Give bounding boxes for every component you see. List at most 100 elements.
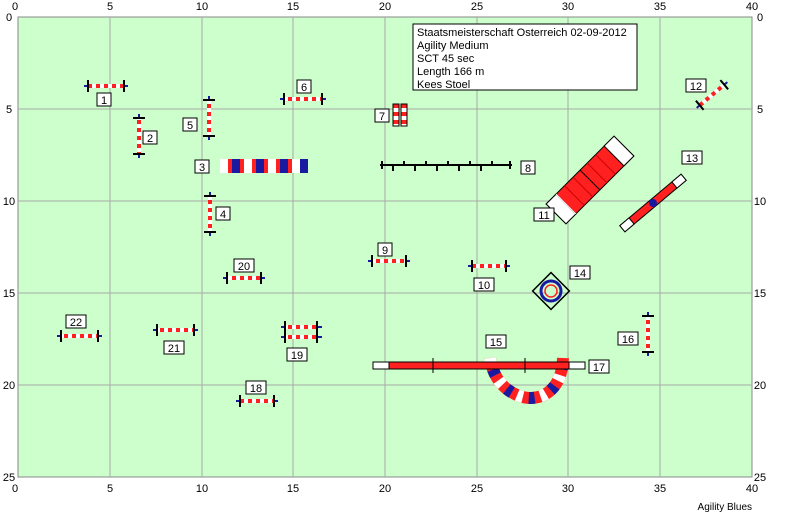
obstacle-jump-12[interactable] bbox=[693, 78, 731, 113]
y-tick-right: 20 bbox=[754, 380, 766, 392]
obstacle-number: 18 bbox=[250, 383, 262, 395]
x-tick-bottom: 5 bbox=[107, 483, 113, 495]
obstacle-wall-7[interactable] bbox=[392, 103, 408, 127]
obstacle-number: 12 bbox=[690, 81, 702, 93]
label-15: 15 bbox=[485, 334, 507, 349]
obstacle-number: 11 bbox=[538, 210, 549, 222]
obstacle-number: 19 bbox=[291, 350, 303, 362]
x-tick-top: 5 bbox=[107, 1, 113, 13]
course-sct: SCT 45 sec bbox=[417, 53, 475, 65]
obstacle-jump-20[interactable] bbox=[223, 272, 265, 284]
label-2: 2 bbox=[142, 130, 158, 145]
obstacle-tunnel-3[interactable] bbox=[220, 159, 308, 173]
x-tick-bottom: 20 bbox=[379, 483, 391, 495]
label-4: 4 bbox=[215, 206, 231, 221]
label-19: 19 bbox=[286, 347, 308, 362]
obstacle-number: 10 bbox=[478, 280, 490, 292]
obstacle-jump-4[interactable] bbox=[204, 192, 216, 236]
course-info-box: Staatsmeisterschaft Osterreich 02-09-201… bbox=[412, 23, 638, 91]
y-tick-right: 25 bbox=[754, 472, 766, 484]
label-12: 12 bbox=[685, 78, 707, 93]
y-tick-left: 0 bbox=[6, 12, 12, 24]
y-axis-left: 0 5 10 15 20 25 bbox=[3, 12, 15, 484]
obstacle-jump-6[interactable] bbox=[280, 93, 326, 105]
label-21: 21 bbox=[163, 340, 185, 355]
label-6: 6 bbox=[296, 79, 312, 94]
obstacle-tunnel-15[interactable] bbox=[484, 356, 569, 405]
x-tick-top: 0 bbox=[12, 1, 18, 13]
label-3: 3 bbox=[194, 159, 210, 174]
label-20: 20 bbox=[233, 258, 255, 273]
x-tick-bottom: 30 bbox=[562, 483, 574, 495]
y-tick-right: 0 bbox=[757, 12, 763, 24]
y-tick-right: 5 bbox=[757, 104, 763, 116]
x-tick-top: 30 bbox=[562, 1, 574, 13]
label-7: 7 bbox=[374, 108, 390, 123]
obstacle-number: 22 bbox=[70, 317, 82, 329]
y-tick-right: 15 bbox=[754, 288, 766, 300]
y-tick-left: 25 bbox=[3, 472, 15, 484]
obstacle-number: 8 bbox=[525, 163, 531, 175]
obstacle-jump-2[interactable] bbox=[133, 114, 145, 158]
obstacle-number: 15 bbox=[490, 337, 502, 349]
obstacle-aframe-11[interactable] bbox=[545, 135, 635, 225]
x-axis-bottom: 0 5 10 15 20 25 30 35 40 bbox=[12, 483, 758, 495]
obstacle-number: 4 bbox=[220, 209, 226, 221]
obstacle-number: 13 bbox=[686, 153, 698, 165]
obstacle-jump-5[interactable] bbox=[203, 96, 215, 140]
x-tick-top: 15 bbox=[287, 1, 299, 13]
obstacle-dogwalk-17[interactable] bbox=[372, 358, 586, 373]
obstacle-jump-10[interactable] bbox=[468, 260, 510, 272]
obstacle-number: 20 bbox=[238, 261, 250, 273]
x-tick-top: 20 bbox=[379, 1, 391, 13]
obstacle-weave-8[interactable] bbox=[380, 161, 512, 171]
obstacle-jump-16[interactable] bbox=[642, 312, 654, 356]
x-tick-bottom: 35 bbox=[654, 483, 666, 495]
x-tick-bottom: 10 bbox=[196, 483, 208, 495]
label-8: 8 bbox=[520, 160, 536, 175]
credit-text: Agility Blues bbox=[698, 502, 752, 513]
obstacle-jump-1[interactable] bbox=[84, 80, 128, 92]
obstacle-number: 7 bbox=[379, 111, 385, 123]
y-tick-left: 5 bbox=[6, 104, 12, 116]
obstacle-jump-9[interactable] bbox=[368, 255, 410, 267]
label-17: 17 bbox=[588, 359, 610, 374]
obstacle-number: 17 bbox=[593, 362, 605, 374]
x-tick-bottom: 40 bbox=[746, 483, 758, 495]
obstacle-number: 14 bbox=[574, 268, 586, 280]
y-tick-left: 20 bbox=[3, 380, 15, 392]
x-tick-top: 35 bbox=[654, 1, 666, 13]
label-9: 9 bbox=[377, 242, 393, 257]
obstacle-number: 5 bbox=[187, 120, 193, 132]
course-length: Length 166 m bbox=[417, 66, 484, 78]
label-22: 22 bbox=[65, 314, 87, 329]
label-16: 16 bbox=[617, 331, 639, 346]
obstacle-number: 2 bbox=[147, 133, 153, 145]
label-18: 18 bbox=[245, 380, 267, 395]
x-tick-top: 25 bbox=[471, 1, 483, 13]
obstacle-doublejump-19[interactable] bbox=[281, 321, 322, 343]
label-5: 5 bbox=[182, 117, 198, 132]
label-13: 13 bbox=[681, 150, 703, 165]
obstacle-jump-21[interactable] bbox=[153, 324, 198, 336]
y-tick-left: 10 bbox=[3, 196, 15, 208]
obstacle-number: 3 bbox=[199, 162, 205, 174]
label-14: 14 bbox=[569, 265, 591, 280]
x-axis-top: 0 5 10 15 20 25 30 35 40 bbox=[12, 1, 758, 13]
y-axis-right: 0 5 10 15 20 25 bbox=[754, 12, 766, 484]
x-tick-bottom: 15 bbox=[287, 483, 299, 495]
course-title: Staatsmeisterschaft Osterreich 02-09-201… bbox=[417, 27, 627, 39]
label-10: 10 bbox=[473, 277, 495, 292]
obstacle-jump-18[interactable] bbox=[236, 395, 278, 407]
x-tick-top: 10 bbox=[196, 1, 208, 13]
label-11: 11 bbox=[533, 207, 555, 222]
label-1: 1 bbox=[96, 92, 112, 107]
obstacle-number: 21 bbox=[168, 343, 180, 355]
x-tick-bottom: 0 bbox=[12, 483, 18, 495]
y-tick-right: 10 bbox=[754, 196, 766, 208]
course-judge: Kees Stoel bbox=[417, 79, 470, 91]
obstacle-jump-22[interactable] bbox=[57, 330, 102, 342]
obstacle-seesaw-13[interactable] bbox=[619, 173, 687, 233]
obstacle-tire-14[interactable] bbox=[531, 271, 571, 311]
